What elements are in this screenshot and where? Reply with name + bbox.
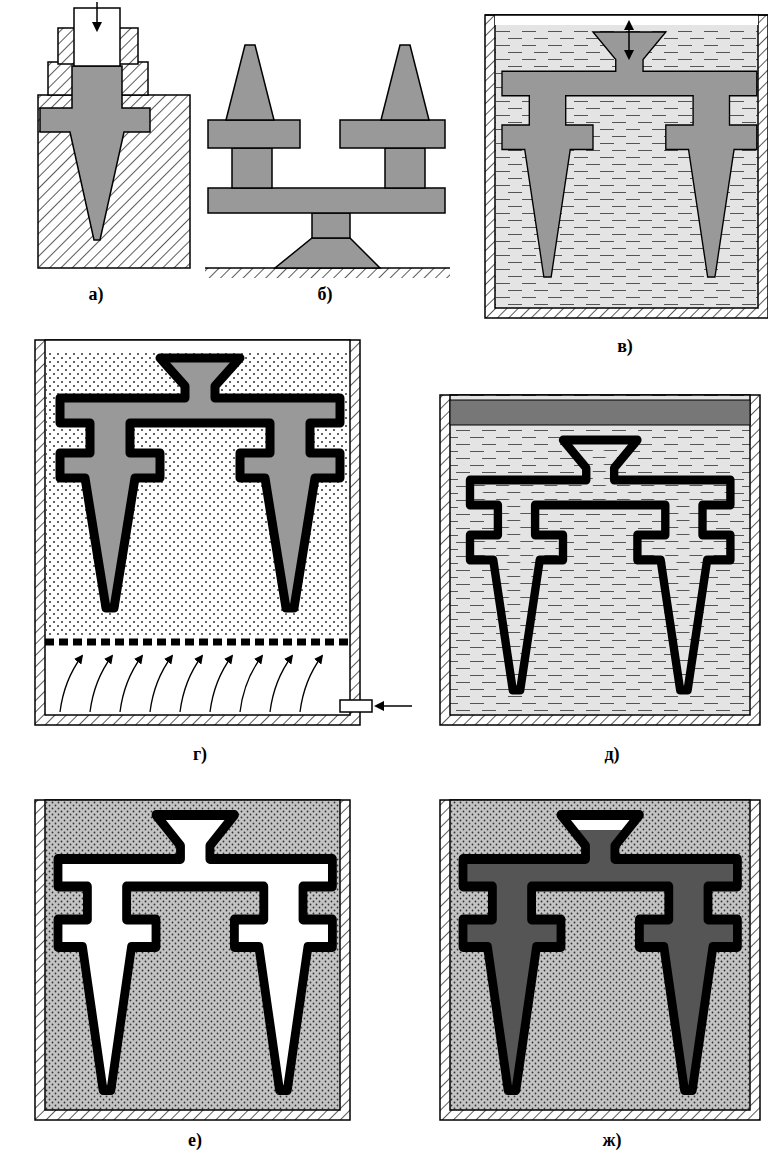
figure-letter: б)	[318, 284, 333, 306]
poured-mold	[440, 800, 760, 1120]
figure-letter: в)	[617, 336, 633, 358]
fluidized-bed	[35, 340, 412, 725]
pattern-cluster	[205, 45, 450, 278]
dewax-bath	[440, 395, 760, 725]
figure-letter: г)	[193, 744, 207, 766]
injection-die	[38, 2, 190, 268]
shell-in-sand	[35, 800, 350, 1120]
figure-letter: д)	[604, 744, 619, 766]
figure-letter: а)	[89, 284, 104, 306]
figure-letter: ж)	[602, 1130, 621, 1152]
figure-letter: е)	[188, 1130, 202, 1152]
slurry-tank	[485, 15, 768, 318]
